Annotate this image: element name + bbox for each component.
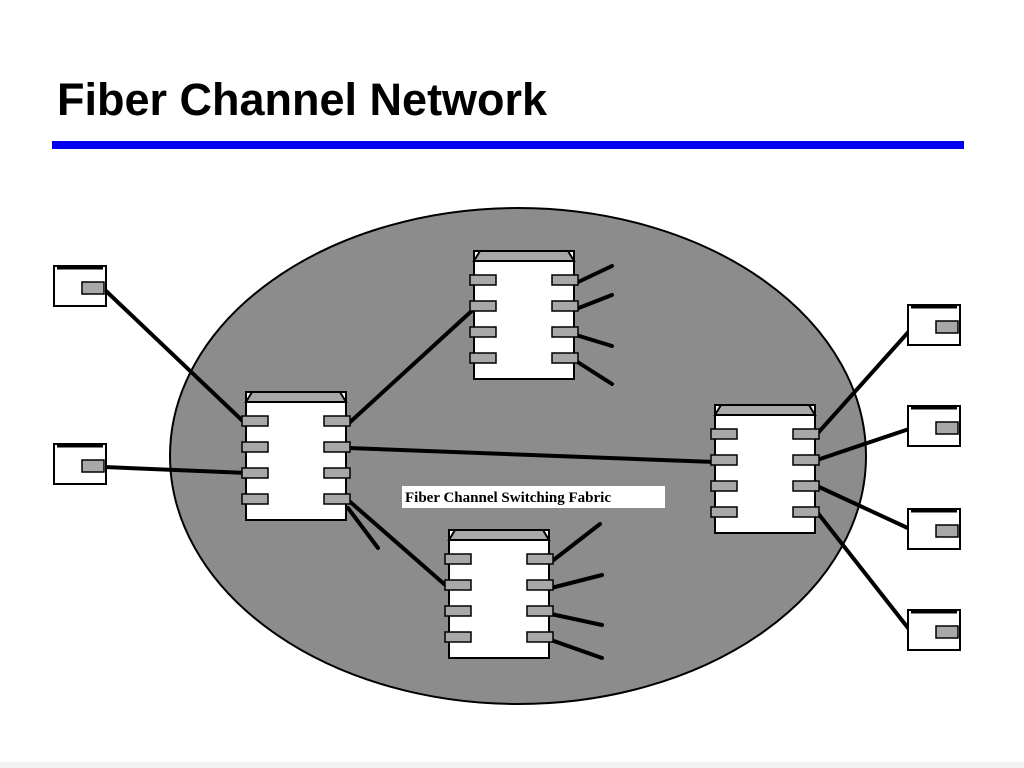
fabric-switch-icon (444, 529, 554, 659)
link (549, 612, 604, 627)
node-box-icon (52, 442, 108, 486)
link (815, 326, 914, 436)
link (815, 426, 914, 462)
link (574, 359, 614, 386)
fabric-label: Fiber Channel Switching Fabric (405, 490, 611, 506)
link (574, 293, 614, 311)
link (346, 498, 453, 592)
link (549, 638, 604, 660)
title-rule (52, 141, 964, 149)
link (346, 305, 478, 426)
link (574, 264, 614, 285)
link (549, 573, 604, 590)
link (549, 522, 602, 564)
link (103, 288, 250, 428)
node-box-icon (906, 303, 962, 347)
links (102, 264, 914, 660)
link (346, 506, 380, 550)
node-box-icon (906, 507, 962, 551)
slide-title: Fiber Channel Network (57, 74, 548, 125)
link (815, 484, 914, 532)
node-box-icon (52, 264, 108, 308)
bottom-strip (0, 762, 1024, 768)
fabric-switch-icon (469, 250, 579, 380)
link (102, 465, 250, 475)
fabric-switch-icon (710, 404, 820, 534)
node-box-icon (906, 404, 962, 448)
link (815, 510, 914, 635)
fabric-switch-icon (241, 391, 351, 521)
fabric-label-bg (402, 486, 665, 508)
node-box-icon (906, 608, 962, 652)
link (574, 333, 614, 348)
link (346, 446, 717, 464)
